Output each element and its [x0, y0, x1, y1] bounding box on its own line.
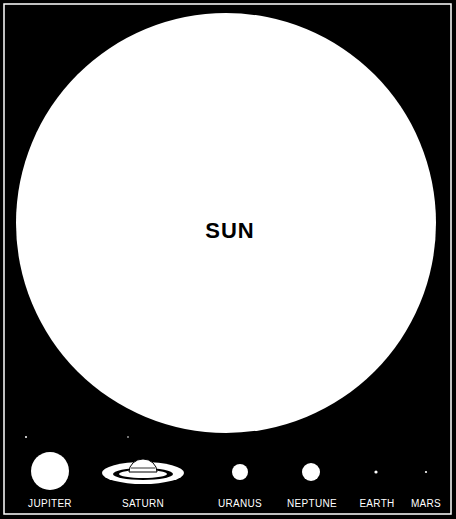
- frame-border: [4, 4, 451, 514]
- sun-disc: [16, 13, 436, 433]
- saturn-symbol: [102, 459, 184, 484]
- planet-name: MARS: [411, 498, 441, 509]
- neptune-disc: [302, 463, 320, 481]
- planet-name: URANUS: [218, 498, 262, 509]
- uranus-disc: [232, 464, 248, 480]
- sun-circle: SUN: [16, 13, 436, 433]
- planet-name: NEPTUNE: [287, 498, 337, 509]
- planet-name: JUPITER: [28, 498, 72, 509]
- speck: [25, 436, 27, 438]
- jupiter-disc: [31, 452, 69, 490]
- planet-name: EARTH: [359, 498, 394, 509]
- earth-dot: [374, 470, 377, 473]
- planet-name: SATURN: [122, 498, 164, 509]
- speck: [127, 436, 129, 438]
- mars-dot: [425, 471, 427, 473]
- sun-label: SUN: [205, 218, 254, 244]
